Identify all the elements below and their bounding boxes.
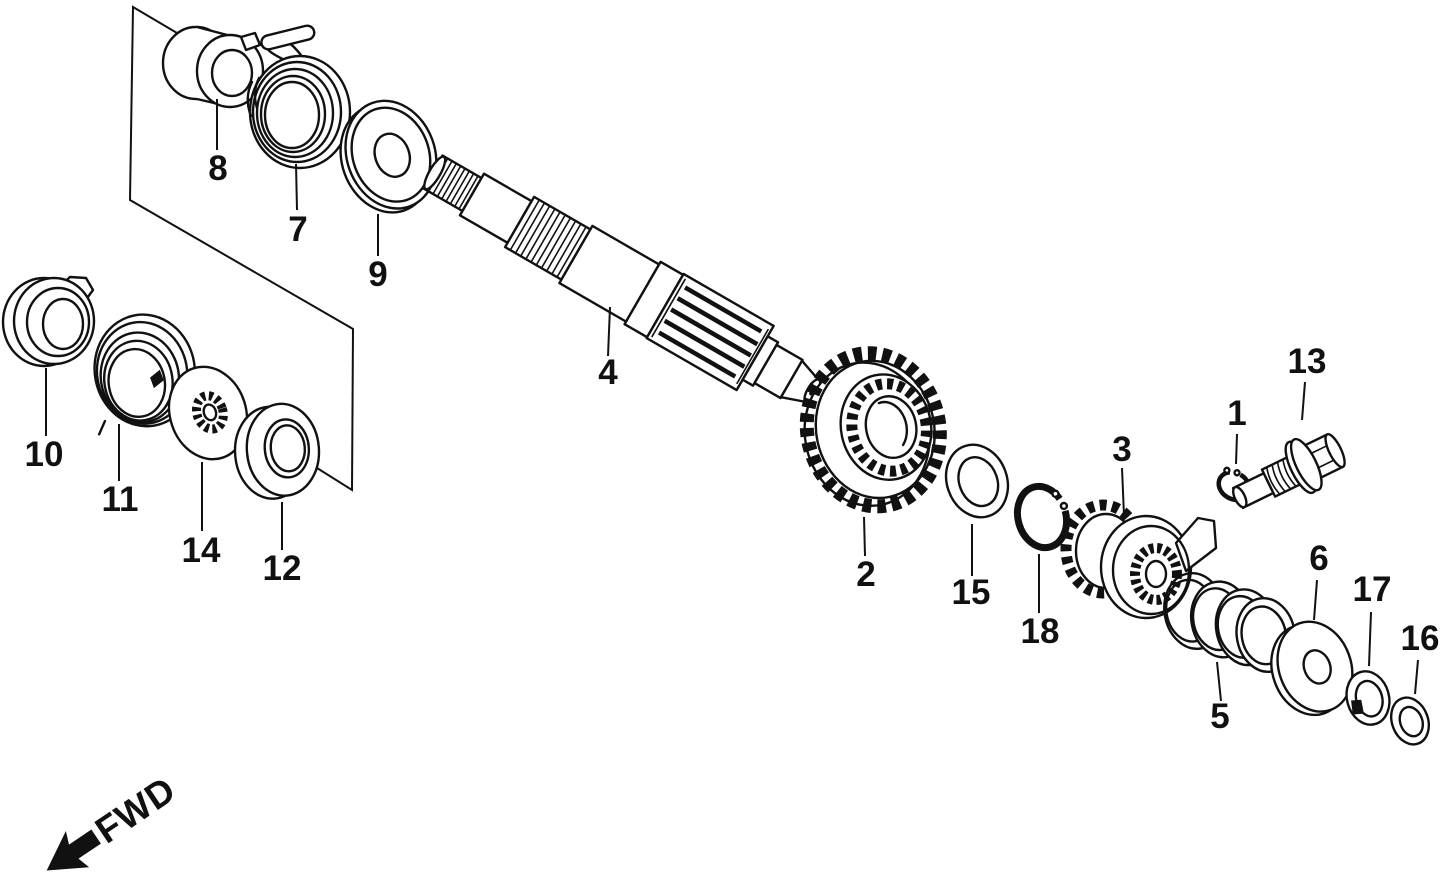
part-ref-label-6: 6 [1309,539,1328,578]
part-4-shaft [422,154,822,404]
part-15-washer [944,443,1010,519]
leader-line-4 [607,306,611,357]
part-9-washer [339,99,438,214]
part-6-washer [1270,620,1354,717]
part-ref-label-5: 5 [1210,697,1229,736]
part-ref-label-4: 4 [598,353,618,392]
part-10-collar [1,275,96,368]
part-3-ratchet [1060,499,1218,620]
part-8-bushing [161,25,265,109]
part-ref-label-10: 10 [25,435,64,474]
part-7-spring [246,24,352,170]
fwd-label: FWD [88,768,183,851]
part-14-splined-washer [167,365,249,461]
leader-lines [45,99,1419,702]
part-16-washer [1389,696,1431,746]
part-ref-label-16: 16 [1401,619,1440,658]
leader-line-16 [1414,659,1419,695]
part-ref-label-13: 13 [1288,342,1327,381]
group-bracket-line [128,5,355,492]
part-ref-label-18: 18 [1021,612,1060,651]
part-ref-label-12: 12 [263,549,302,588]
fwd-arrow-icon: FWD [46,768,183,871]
part-ref-label-2: 2 [856,555,875,594]
leader-line-13 [1301,381,1306,421]
part-ref-label-1: 1 [1227,394,1246,433]
leader-line-17 [1368,611,1372,667]
part-ref-label-17: 17 [1353,570,1392,609]
part-2-gear [799,346,947,514]
leader-line-5 [1216,661,1222,702]
part-ref-label-3: 3 [1112,430,1131,469]
part-18-circlip [1013,482,1071,552]
part-ref-label-15: 15 [952,573,991,612]
leader-line-2 [863,516,866,557]
part-ref-label-9: 9 [368,255,387,294]
part-ref-label-11: 11 [102,480,139,519]
part-13-bolt [1231,433,1346,510]
leader-line-1 [1235,433,1238,465]
part-ref-label-8: 8 [208,149,227,188]
leader-line-7 [295,163,298,211]
part-ref-labels: 8 7 9 10 11 14 12 4 2 15 18 3 1 13 5 6 1… [25,149,1440,736]
part-12-collar [233,402,321,500]
part-ref-label-7: 7 [288,210,307,249]
part-17-lock-washer [1345,670,1391,726]
part-ref-label-14: 14 [182,531,221,570]
leader-line-6 [1313,579,1318,621]
leader-line-3 [1121,467,1125,517]
